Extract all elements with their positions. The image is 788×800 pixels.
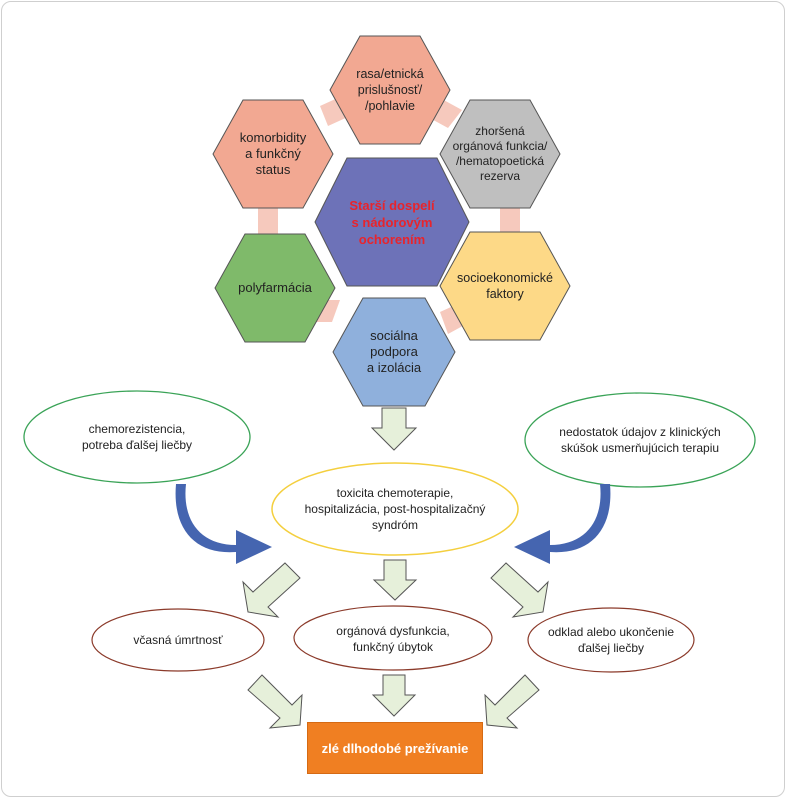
connector-poly-comorb (258, 208, 278, 234)
ellipse-left (23, 390, 251, 484)
ellipse-outcome-organ (293, 605, 493, 671)
center-label: Starší dospelí s nádorovým ochorením (349, 197, 435, 247)
ellipse-middle (271, 462, 519, 556)
side-factor-left-label: chemorezistencia, potreba ďalšej liečby (81, 422, 193, 452)
result-box: zlé dlhodobé prežívanie (307, 722, 483, 774)
outcome-delay-label: odklad alebo ukončenie ďalšej liečby (547, 625, 675, 655)
arrow-diag-right-bottom (484, 674, 540, 729)
side-factor-right-label: nedostatok údajov z klinických skúšok us… (559, 425, 721, 455)
curved-arrow-right (514, 484, 611, 564)
arrow-down-top (370, 407, 418, 451)
factor-comorb-label: komorbidity a funkčný status (239, 130, 307, 177)
middle-label: toxicita chemoterapie, hospitalizácia, p… (304, 486, 486, 532)
hexagon-race (329, 35, 451, 145)
arrow-diag-left-top (242, 562, 301, 618)
ellipse-outcome-early (91, 608, 265, 672)
factor-social-label: sociálna podpora a izolácia (366, 328, 422, 375)
factor-poly-label: polyfarmácia (238, 280, 312, 295)
ellipse-outcome-delay (527, 607, 695, 673)
result-label: zlé dlhodobé prežívanie (321, 740, 469, 756)
hexagon-comorb (212, 99, 334, 209)
connector-organ-socio (500, 205, 520, 232)
hexagon-socio (439, 231, 571, 341)
hexagon-social (332, 297, 456, 407)
arrow-down-bottom (371, 674, 417, 717)
factor-socio-label: socioekonomické faktory (457, 271, 553, 301)
curved-arrow-left (175, 484, 272, 564)
arrow-down-middle (372, 559, 418, 601)
outcome-early-label: včasná úmrtnosť (133, 633, 223, 647)
hexagon-poly (214, 233, 336, 343)
factor-organ-label: zhoršená orgánová funkcia/ /hematopoetic… (452, 124, 548, 183)
hexagon-center (314, 157, 470, 287)
ellipse-right (524, 392, 756, 488)
hexagon-organ (439, 99, 561, 209)
arrow-diag-left-bottom (247, 674, 303, 729)
outcome-organ-label: orgánová dysfunkcia, funkčný úbytok (336, 624, 450, 654)
arrow-diag-right-top (490, 562, 549, 618)
factor-race-label: rasa/etnická prislušnosť/ /pohlavie (356, 67, 424, 113)
